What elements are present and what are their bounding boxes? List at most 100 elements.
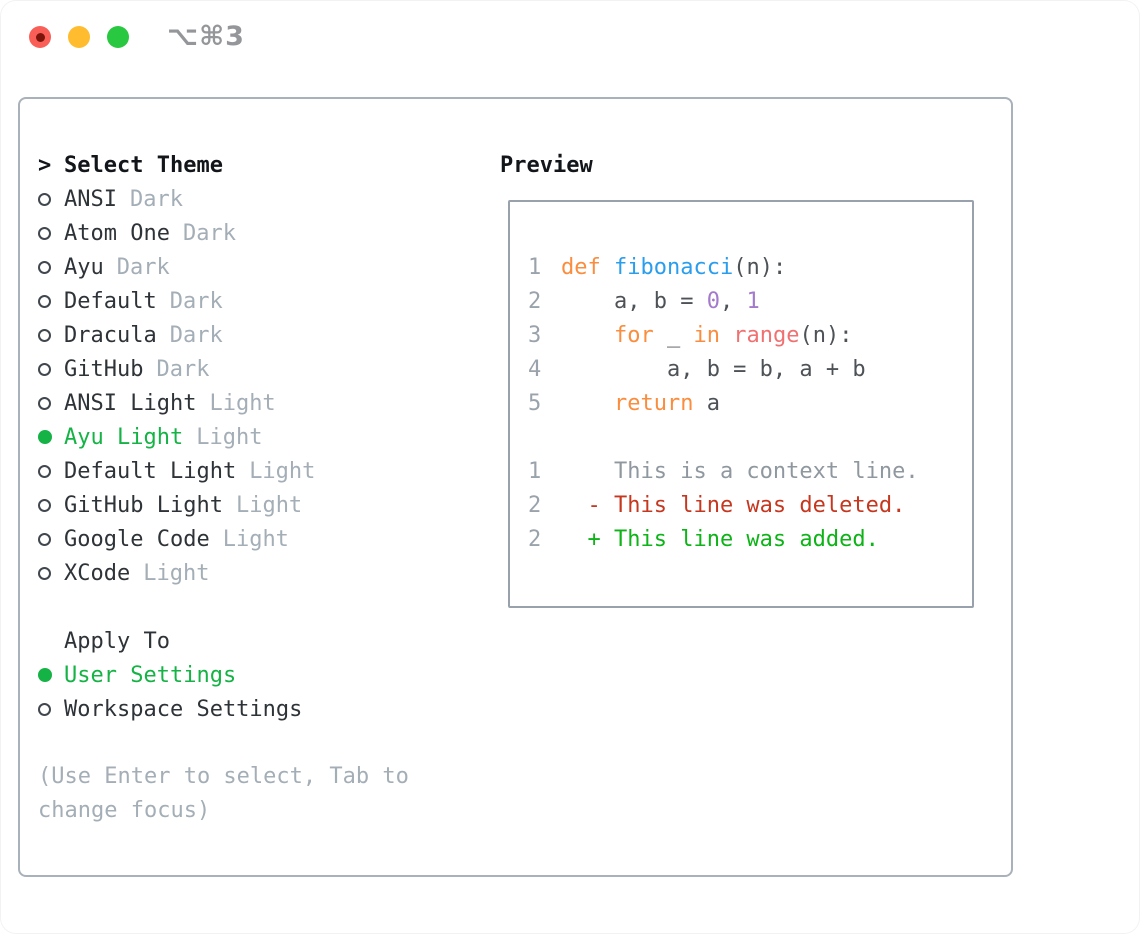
- line-content: + This line was added.: [561, 526, 879, 552]
- radio-icon: [38, 396, 51, 410]
- theme-variant-badge: Dark: [156, 356, 210, 382]
- minimize-button[interactable]: [68, 26, 90, 48]
- preview-code-line: 1 This is a context line.: [528, 454, 962, 488]
- theme-name: XCode: [64, 560, 131, 586]
- theme-item-selected[interactable]: Ayu Light Light: [38, 420, 478, 454]
- code-token-plain: a: [693, 390, 720, 416]
- theme-item[interactable]: Ayu Dark: [38, 250, 478, 284]
- radio-icon: [38, 702, 51, 716]
- code-token-added: + This line was added.: [561, 526, 879, 552]
- radio-icon: [38, 498, 51, 512]
- line-number: 2: [528, 288, 542, 314]
- theme-variant-badge: Light: [235, 492, 303, 518]
- line-number: 4: [528, 356, 542, 382]
- preview-code-line: 2 - This line was deleted.: [528, 488, 962, 522]
- preview-code-line: 4 a, b = b, a + b: [528, 352, 962, 386]
- theme-item[interactable]: Default Light Light: [38, 454, 478, 488]
- theme-item[interactable]: XCode Light: [38, 556, 478, 590]
- theme-name: ANSI: [64, 186, 117, 212]
- preview-code-line: 3 for _ in range(n):: [528, 318, 962, 352]
- theme-variant-badge: Dark: [169, 322, 223, 348]
- code-token-context: This is a context line.: [561, 458, 919, 484]
- preview-header-row: Preview: [500, 148, 1000, 182]
- theme-variant-badge: Light: [222, 526, 289, 552]
- theme-list-column: > Select Theme ANSI Dark Atom One Dark A…: [38, 148, 478, 828]
- code-token-plain: ,: [719, 288, 747, 314]
- line-content: a, b = 0, 1: [561, 289, 760, 314]
- preview-code-line: 2 + This line was added.: [528, 522, 962, 556]
- titlebar: ⌥⌘3: [0, 0, 1140, 76]
- window-title: ⌥⌘3: [167, 21, 245, 52]
- code-token-deleted: - This line was deleted.: [561, 492, 906, 518]
- preview-code-line: 1 def fibonacci(n):: [528, 250, 962, 284]
- line-content: return a: [561, 391, 720, 416]
- line-number: 1: [528, 458, 542, 484]
- code-token-plain: [561, 391, 614, 416]
- code-token-keyword: for: [613, 322, 654, 348]
- radio-icon: [38, 226, 51, 240]
- code-token-keyword: def: [561, 254, 601, 280]
- line-number: 5: [528, 390, 542, 416]
- selected-radio-icon: [38, 668, 52, 682]
- radio-icon: [38, 362, 51, 376]
- radio-icon: [38, 260, 51, 274]
- close-button[interactable]: [29, 26, 51, 48]
- code-token-number: 0: [706, 288, 720, 314]
- code-token-plain: [561, 323, 614, 348]
- theme-item[interactable]: GitHub Light Light: [38, 488, 478, 522]
- theme-picker-panel: > Select Theme ANSI Dark Atom One Dark A…: [18, 97, 1013, 877]
- radio-icon: [38, 328, 51, 342]
- theme-variant-badge: Light: [143, 560, 210, 586]
- theme-name: GitHub Light: [64, 492, 223, 518]
- theme-name: Default: [64, 288, 157, 314]
- spacer: [38, 590, 478, 624]
- line-content: def fibonacci(n):: [561, 255, 786, 280]
- theme-name: Ayu: [64, 254, 104, 280]
- theme-name: Ayu Light: [64, 424, 184, 450]
- keyboard-hint: (Use Enter to select, Tab to change focu…: [38, 764, 409, 823]
- theme-item[interactable]: Google Code Light: [38, 522, 478, 556]
- radio-icon: [38, 192, 51, 206]
- zoom-button[interactable]: [107, 26, 129, 48]
- theme-item[interactable]: ANSI Light Light: [38, 386, 478, 420]
- line-number: 2: [528, 492, 542, 518]
- preview-title: Preview: [500, 152, 593, 178]
- radio-icon: [38, 532, 51, 546]
- selected-radio-icon: [38, 430, 52, 444]
- radio-icon: [38, 566, 51, 580]
- line-content: - This line was deleted.: [561, 493, 905, 518]
- theme-item[interactable]: Default Dark: [38, 284, 478, 318]
- theme-variant-badge: Dark: [182, 220, 236, 246]
- theme-name: ANSI Light: [64, 390, 197, 416]
- code-token-plain: a, b = b, a + b: [561, 356, 866, 382]
- code-token-plain: (n):: [733, 254, 787, 280]
- apply-to-option[interactable]: Workspace Settings: [38, 692, 478, 726]
- theme-item[interactable]: Atom One Dark: [38, 216, 478, 250]
- apply-to-title: Apply To: [64, 628, 170, 654]
- theme-item[interactable]: GitHub Dark: [38, 352, 478, 386]
- theme-name: GitHub: [64, 356, 144, 382]
- preview-code-line: 2 a, b = 0, 1: [528, 284, 962, 318]
- radio-icon: [38, 294, 51, 308]
- preview-code-box: 1 def fibonacci(n): 2 a, b = 0, 1 3 for …: [508, 200, 974, 608]
- theme-name: Default Light: [64, 458, 237, 484]
- code-token-plain: [720, 323, 733, 348]
- line-content: a, b = b, a + b: [561, 357, 866, 382]
- preview-column: Preview 1 def fibonacci(n): 2 a, b = 0, …: [500, 148, 1000, 608]
- theme-list-title: Select Theme: [64, 152, 223, 178]
- traffic-lights: [29, 26, 129, 48]
- theme-item[interactable]: ANSI Dark: [38, 182, 478, 216]
- apply-to-option[interactable]: User Settings: [38, 658, 478, 692]
- code-token-plain: a, b =: [561, 288, 707, 314]
- theme-name: Google Code: [64, 526, 210, 552]
- cursor-prompt-icon: >: [38, 152, 52, 178]
- apply-to-list: User Settings Workspace Settings: [38, 658, 478, 726]
- code-token-function: fibonacci: [614, 254, 734, 280]
- theme-variant-badge: Dark: [169, 288, 223, 314]
- theme-item[interactable]: Dracula Dark: [38, 318, 478, 352]
- theme-list-header: > Select Theme: [38, 148, 478, 182]
- line-content: for _ in range(n):: [561, 323, 852, 348]
- theme-variant-badge: Dark: [116, 254, 170, 280]
- theme-name: Atom One: [64, 220, 170, 246]
